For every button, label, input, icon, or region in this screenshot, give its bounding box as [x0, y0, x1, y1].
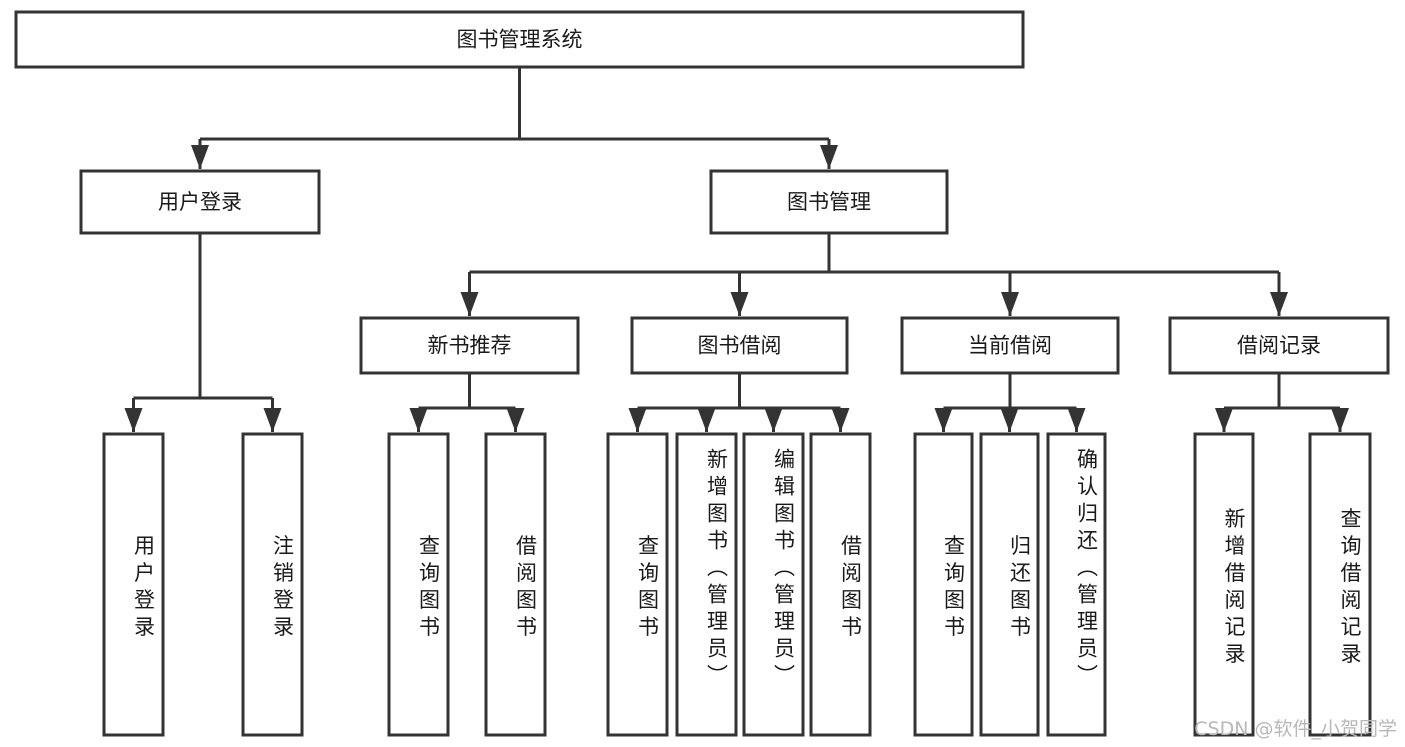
node-box[interactable]	[900, 316, 1120, 375]
node-box[interactable]	[79, 169, 321, 235]
node-user-login[interactable]: 用户登录	[79, 169, 321, 235]
node-box[interactable]	[742, 432, 805, 737]
node-box[interactable]	[102, 432, 165, 737]
node-box[interactable]	[1193, 432, 1255, 737]
arrow-head	[1270, 292, 1288, 316]
node-leaf-borrow-book-1[interactable]: 借阅图书	[484, 432, 547, 737]
node-leaf-edit-book-admin[interactable]: 编辑图书（管理员）	[742, 432, 805, 737]
node-label: 图书管理	[787, 190, 871, 214]
node-leaf-query-borrow-record[interactable]: 查询借阅记录	[1308, 432, 1372, 737]
arrow-head	[934, 408, 953, 432]
node-box[interactable]	[809, 432, 872, 737]
node-leaf-logout[interactable]: 注销登录	[241, 432, 304, 737]
node-box[interactable]	[1046, 432, 1107, 737]
arrow-head	[820, 145, 838, 169]
arrow-head	[506, 408, 525, 432]
node-borrow-records[interactable]: 借阅记录	[1168, 316, 1390, 375]
node-root-root[interactable]: 图书管理系统	[14, 10, 1025, 69]
arrow-head	[730, 292, 749, 316]
arrow-head	[1331, 408, 1349, 432]
arrow-head	[460, 292, 479, 316]
node-box[interactable]	[913, 432, 974, 737]
node-label: 用户登录	[158, 190, 242, 214]
node-leaf-query-book-1[interactable]: 查询图书	[387, 432, 450, 737]
node-label: 图书借阅	[698, 334, 782, 358]
node-box[interactable]	[979, 432, 1040, 737]
node-label: 用户登录	[132, 535, 156, 643]
arrow-head	[409, 408, 428, 432]
node-label: 编辑图书（管理员）	[772, 448, 796, 691]
node-leaf-borrow-book-2[interactable]: 借阅图书	[809, 432, 872, 737]
arrow-head	[628, 408, 647, 432]
node-label: 查询图书	[636, 535, 660, 643]
node-box[interactable]	[359, 316, 580, 375]
node-label: 借阅记录	[1237, 334, 1321, 358]
node-box[interactable]	[387, 432, 450, 737]
arrow-head	[263, 408, 282, 432]
node-label: 确认归还（管理员）	[1075, 448, 1099, 691]
arrow-head	[697, 408, 716, 432]
node-leaf-query-book-3[interactable]: 查询图书	[913, 432, 974, 737]
node-label: 新书推荐	[428, 334, 512, 358]
node-box[interactable]	[241, 432, 304, 737]
node-book-management[interactable]: 图书管理	[709, 169, 949, 235]
node-box[interactable]	[484, 432, 547, 737]
node-label: 新增借阅记录	[1222, 508, 1246, 670]
node-label: 注销登录	[271, 535, 295, 643]
node-box[interactable]	[675, 432, 738, 737]
arrow-head	[1001, 292, 1019, 316]
arrow-head	[191, 145, 209, 169]
arrow-head	[764, 408, 783, 432]
node-layer: 图书管理系统用户登录图书管理新书推荐图书借阅当前借阅借阅记录用户登录注销登录查询…	[14, 10, 1390, 737]
node-label: 归还图书	[1008, 535, 1032, 643]
node-leaf-confirm-return-admin[interactable]: 确认归还（管理员）	[1046, 432, 1107, 737]
node-box[interactable]	[709, 169, 949, 235]
node-label: 查询借阅记录	[1338, 508, 1362, 670]
arrow-head	[1067, 408, 1086, 432]
node-leaf-add-book-admin[interactable]: 新增图书（管理员）	[675, 432, 738, 737]
node-label: 查询图书	[942, 535, 966, 643]
node-book-borrow[interactable]: 图书借阅	[630, 316, 849, 375]
edge-layer	[124, 67, 1349, 432]
node-label: 查询图书	[417, 535, 441, 643]
node-current-borrow[interactable]: 当前借阅	[900, 316, 1120, 375]
arrow-head	[124, 408, 143, 432]
node-label: 新增图书（管理员）	[705, 448, 729, 691]
node-box[interactable]	[1308, 432, 1372, 737]
node-leaf-add-borrow-record[interactable]: 新增借阅记录	[1193, 432, 1255, 737]
node-box[interactable]	[630, 316, 849, 375]
node-label: 当前借阅	[968, 334, 1052, 358]
node-leaf-return-book[interactable]: 归还图书	[979, 432, 1040, 737]
arrow-head	[831, 408, 850, 432]
node-label: 图书管理系统	[457, 28, 583, 52]
arrow-head	[1215, 408, 1233, 432]
node-new-book-recommend[interactable]: 新书推荐	[359, 316, 580, 375]
node-leaf-user-login[interactable]: 用户登录	[102, 432, 165, 737]
arrow-head	[1000, 408, 1019, 432]
node-box[interactable]	[14, 10, 1025, 69]
node-label: 借阅图书	[839, 535, 863, 643]
node-box[interactable]	[606, 432, 669, 737]
node-label: 借阅图书	[514, 535, 538, 643]
node-leaf-query-book-2[interactable]: 查询图书	[606, 432, 669, 737]
node-box[interactable]	[1168, 316, 1390, 375]
